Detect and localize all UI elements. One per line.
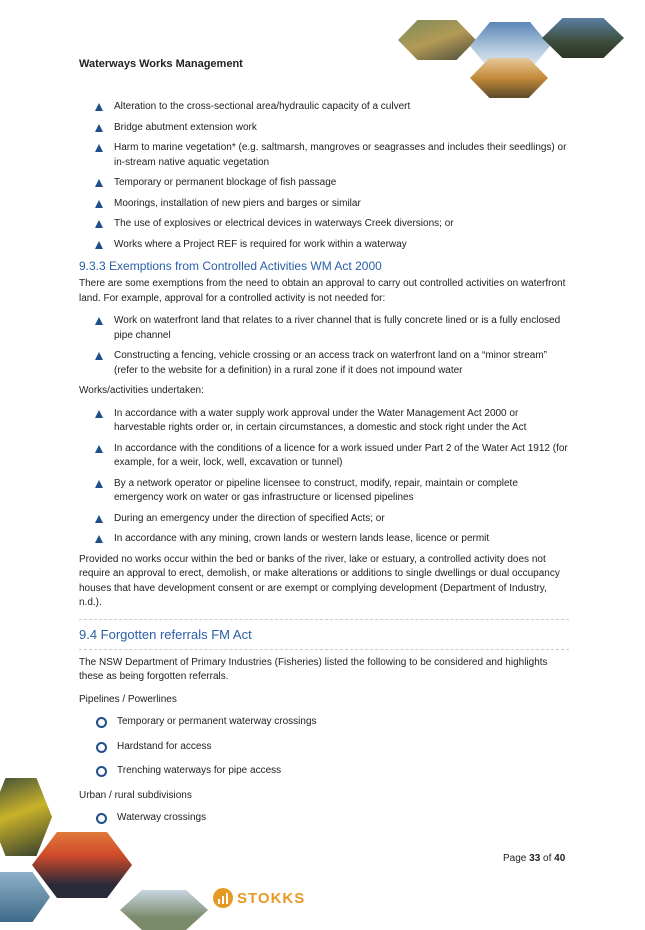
list-item: Alteration to the cross-sectional area/h… — [79, 100, 569, 115]
header-photo-collage — [392, 12, 632, 102]
hexagon-photo-water — [0, 872, 50, 922]
document-body: Alteration to the cross-sectional area/h… — [79, 100, 569, 836]
circle-bullet-icon — [96, 741, 107, 753]
list-item-text: Works where a Project REF is required fo… — [114, 238, 407, 250]
list-item-text: Constructing a fencing, vehicle crossing… — [114, 350, 547, 376]
list-item-text: In accordance with the conditions of a l… — [114, 442, 568, 469]
page-prefix: Page — [503, 853, 530, 864]
hexagon-photo-sunset — [32, 832, 132, 898]
list-item-text: Moorings, installation of new piers and … — [114, 197, 361, 209]
triangle-bullet-icon — [95, 514, 103, 523]
list-item: Waterway crossings — [79, 811, 569, 826]
list-item: Hardstand for access — [79, 740, 569, 755]
list-item-text: Harm to marine vegetation* (e.g. saltmar… — [114, 142, 567, 168]
list-item: Work on waterfront land that relates to … — [79, 314, 569, 343]
section-intro: There are some exemptions from the need … — [79, 278, 566, 304]
list-item: The use of explosives or electrical devi… — [79, 217, 569, 232]
hexagon-photo-road — [398, 20, 476, 60]
triangle-bullet-icon — [95, 179, 103, 187]
list-item: Works where a Project REF is required fo… — [79, 238, 569, 253]
page-header-title: Waterways Works Management — [79, 58, 243, 70]
list-item-text: Trenching waterways for pipe access — [117, 765, 282, 777]
list-item: Constructing a fencing, vehicle crossing… — [79, 349, 569, 378]
list-item-text: By a network operator or pipeline licens… — [114, 477, 518, 504]
list-item: Moorings, installation of new piers and … — [79, 197, 569, 212]
list-item-text: Work on waterfront land that relates to … — [114, 315, 561, 341]
list-item-text: Waterway crossings — [117, 812, 207, 824]
triangle-bullet-icon — [95, 240, 103, 249]
circle-bullet-icon — [96, 717, 107, 729]
triangle-bullet-icon — [95, 352, 103, 361]
triangle-bullet-icon — [95, 144, 103, 152]
works-label: Works/activities undertaken: — [79, 385, 204, 397]
urban-list: Waterway crossings — [79, 811, 569, 826]
list-item-text: In accordance with any mining, crown lan… — [114, 533, 490, 545]
list-item: Temporary or permanent waterway crossing… — [79, 715, 569, 730]
list-item-text: Bridge abutment extension work — [114, 121, 257, 133]
triangle-bullet-icon — [95, 409, 103, 418]
logo-text: STOKKS — [237, 889, 306, 907]
list-item: In accordance with a water supply work a… — [79, 407, 569, 436]
page-of: of — [540, 853, 555, 864]
list-item: In accordance with the conditions of a l… — [79, 442, 569, 471]
list-item-text: During an emergency under the direction … — [114, 512, 385, 524]
circle-bullet-icon — [96, 766, 107, 778]
list-item-text: Temporary or permanent blockage of fish … — [114, 177, 337, 188]
urban-label: Urban / rural subdivisions — [79, 789, 192, 801]
exemption-list: Work on waterfront land that relates to … — [79, 314, 569, 378]
hexagon-photo-excavator — [0, 778, 52, 856]
page-current: 33 — [529, 853, 541, 864]
list-item: In accordance with any mining, crown lan… — [79, 532, 569, 547]
triangle-bullet-icon — [95, 444, 103, 453]
works-list: In accordance with a water supply work a… — [79, 407, 569, 547]
list-item: Temporary or permanent blockage of fish … — [79, 176, 569, 191]
list-item-text: The use of explosives or electrical devi… — [114, 218, 454, 229]
page-number: Page 33 of 40 — [503, 853, 565, 864]
hexagon-photo-landscape — [120, 890, 208, 930]
list-item: By a network operator or pipeline licens… — [79, 477, 569, 506]
list-item-text: Temporary or permanent waterway crossing… — [117, 716, 317, 728]
bar-chart-logo-icon — [213, 888, 233, 908]
section-heading-9-4: 9.4 Forgotten referrals FM Act — [79, 618, 569, 650]
company-logo: STOKKS — [213, 888, 305, 908]
list-item-text: Hardstand for access — [117, 740, 212, 752]
triangle-bullet-icon — [95, 317, 103, 326]
list-item: Bridge abutment extension work — [79, 121, 569, 136]
list-item: Harm to marine vegetation* (e.g. saltmar… — [79, 141, 569, 170]
triangle-bullet-icon — [95, 103, 103, 111]
list-item: Trenching waterways for pipe access — [79, 764, 569, 779]
list-item: During an emergency under the direction … — [79, 512, 569, 527]
triangle-bullet-icon — [95, 535, 103, 544]
list-item-text: In accordance with a water supply work a… — [114, 407, 527, 434]
page-total: 40 — [554, 853, 566, 864]
section-intro: The NSW Department of Primary Industries… — [79, 656, 548, 683]
pipelines-list: Temporary or permanent waterway crossing… — [79, 715, 569, 779]
hexagon-photo-field — [470, 58, 548, 98]
triangle-bullet-icon — [95, 123, 103, 132]
closing-paragraph: Provided no works occur within the bed o… — [79, 553, 560, 609]
triangle-bullet-icon — [95, 220, 103, 228]
hexagon-photo-river — [542, 18, 624, 58]
triangle-bullet-icon — [95, 479, 103, 488]
triangle-bullet-icon — [95, 199, 103, 208]
list-item-text: Alteration to the cross-sectional area/h… — [114, 101, 411, 112]
activity-list: Alteration to the cross-sectional area/h… — [79, 100, 569, 252]
circle-bullet-icon — [96, 813, 107, 825]
section-heading-9-3-3: 9.3.3 Exemptions from Controlled Activit… — [79, 259, 382, 273]
pipelines-label: Pipelines / Powerlines — [79, 693, 177, 705]
